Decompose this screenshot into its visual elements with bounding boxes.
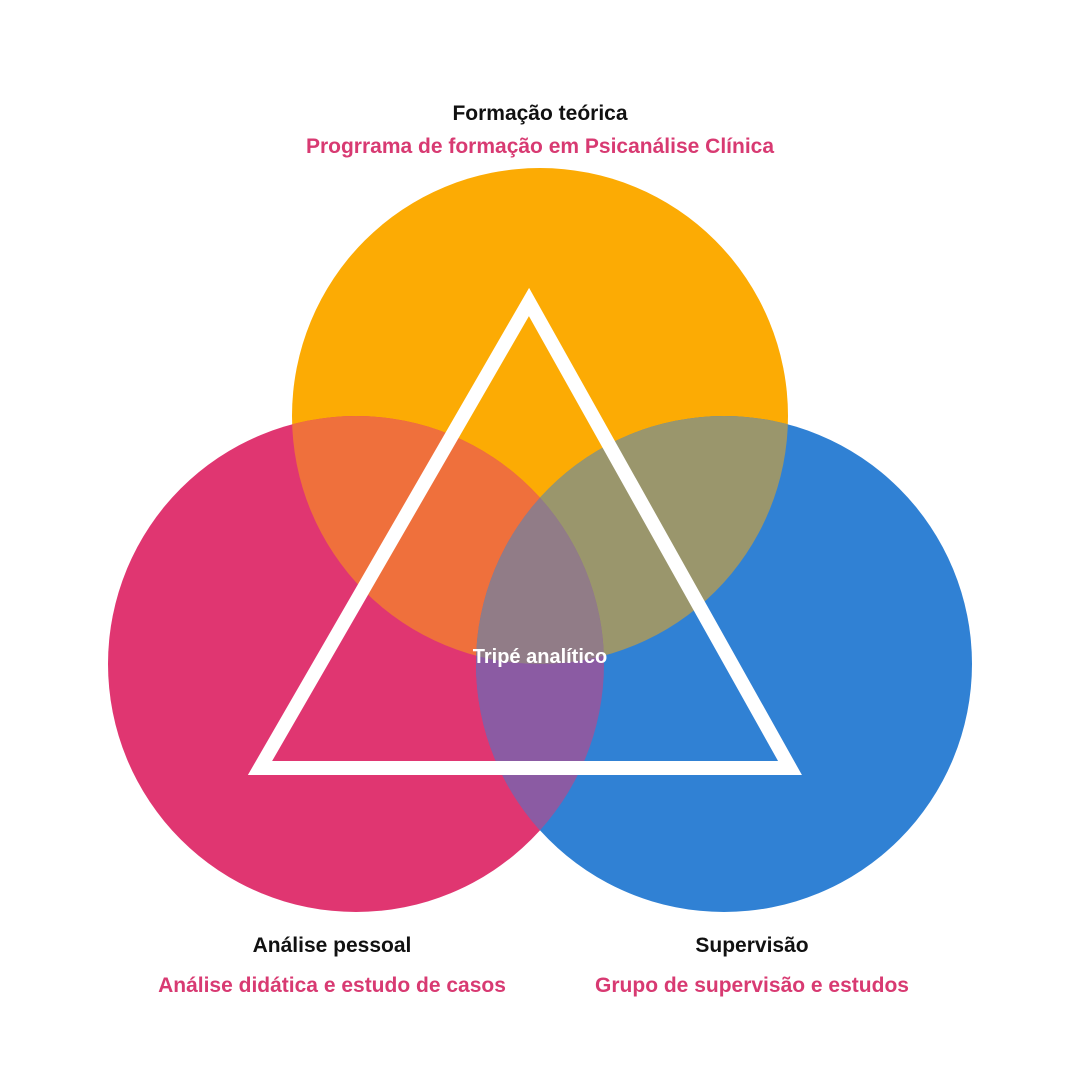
right-heading-wrap: Supervisão — [482, 934, 1022, 958]
overlap-top-left — [292, 416, 604, 664]
overlap-top-right — [476, 416, 788, 664]
tripod-triangle — [247, 287, 802, 775]
left-heading-wrap: Análise pessoal — [62, 934, 602, 958]
right-subtitle-wrap: Grupo de supervisão e estudos — [482, 974, 1022, 998]
center-label: Tripé analítico — [472, 646, 608, 668]
top-subtitle-wrap: Progrrama de formação em Psicanálise Clí… — [0, 135, 1080, 159]
right-heading: Supervisão — [695, 934, 809, 957]
left-subtitle-wrap: Análise didática e estudo de casos — [62, 974, 602, 998]
top-heading: Formação teórica — [452, 102, 628, 125]
left-subtitle: Análise didática e estudo de casos — [158, 974, 506, 997]
top-labels: Formação teórica — [0, 102, 1080, 126]
left-heading: Análise pessoal — [252, 934, 412, 957]
right-subtitle: Grupo de supervisão e estudos — [595, 974, 909, 997]
top-subtitle: Progrrama de formação em Psicanálise Clí… — [305, 135, 775, 158]
